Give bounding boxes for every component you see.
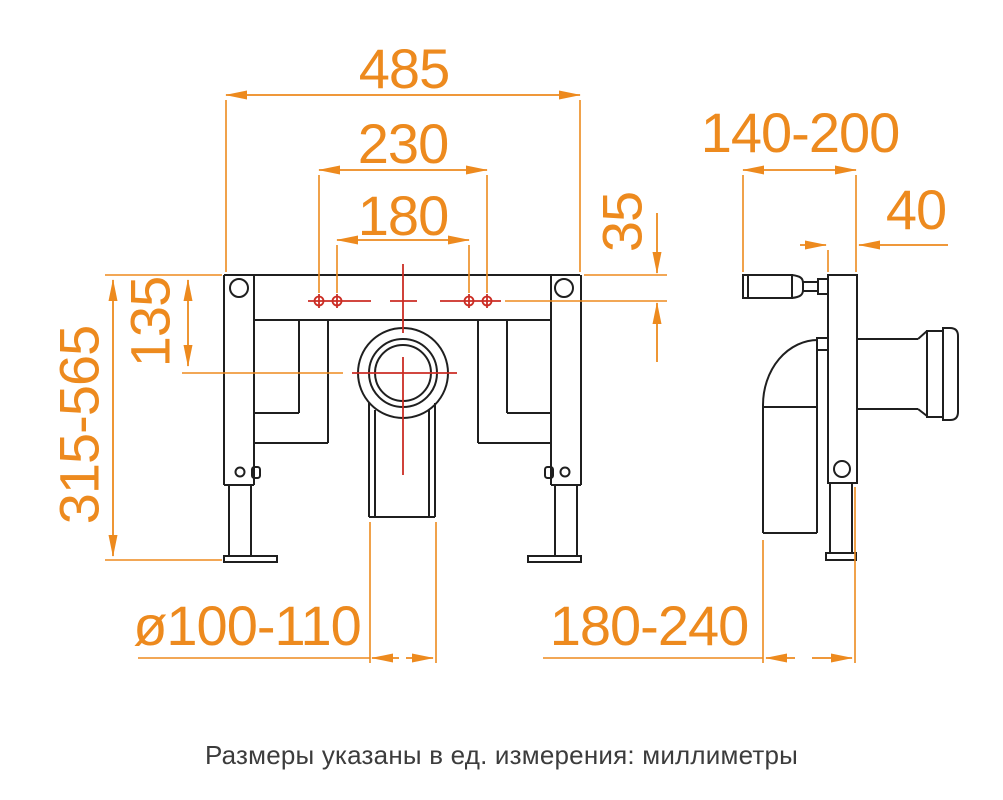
corner-hole-right — [554, 278, 574, 298]
dim-label-fixing-spacing-outer: 230 — [358, 112, 448, 175]
flush-rod-handle — [742, 274, 829, 299]
dim-height-range: 315-565 — [48, 274, 222, 561]
dim-label-drain-center-from-top: 135 — [119, 277, 182, 367]
side-view — [742, 274, 959, 561]
right-leg — [554, 484, 578, 557]
right-post-tab — [544, 466, 554, 479]
dim-drain-pipe-diameter: ø100-110 — [133, 522, 437, 663]
drain-pipe — [368, 403, 436, 518]
dim-frame-depth: 40 — [800, 178, 948, 272]
dim-fixing-offset-from-top: 35 — [505, 192, 667, 362]
dim-label-frame-depth: 40 — [886, 178, 946, 241]
dim-fixing-spacing-inner: 180 — [336, 184, 470, 293]
dim-label-height-range: 315-565 — [48, 326, 111, 525]
left-foot — [223, 555, 278, 563]
dim-label-fixing-spacing-inner: 180 — [358, 184, 448, 247]
side-foot — [825, 552, 857, 561]
dim-label-drain-pipe-diameter: ø100-110 — [133, 594, 361, 657]
dim-label-fixing-offset-from-top: 35 — [591, 192, 654, 252]
frame-left-post — [223, 275, 261, 486]
dim-label-outlet-offset-range: 180-240 — [550, 594, 749, 657]
lower-hole-left — [234, 466, 246, 478]
side-post-hole — [833, 460, 851, 478]
outlet-socket — [857, 327, 959, 421]
left-leg — [228, 484, 252, 557]
lower-hole-right — [559, 466, 571, 478]
mounting-bracket-left — [254, 320, 329, 444]
dim-drain-center-from-top: 135 — [119, 277, 343, 374]
frame-crossbar — [224, 274, 580, 321]
mounting-bracket-right — [477, 320, 551, 444]
dim-label-installation-depth-range: 140-200 — [701, 101, 900, 164]
dim-outlet-offset-range: 180-240 — [543, 487, 856, 663]
dim-fixing-spacing-outer: 230 — [318, 112, 488, 293]
front-view — [223, 264, 582, 563]
fixing-point-markers — [313, 294, 493, 308]
frame-right-post — [544, 275, 582, 486]
right-foot — [527, 555, 582, 563]
side-leg — [829, 482, 853, 554]
units-caption: Размеры указаны в ед. измерения: миллиме… — [204, 740, 799, 770]
dim-overall-width: 485 — [225, 37, 581, 272]
center-lines — [308, 264, 501, 475]
dim-label-overall-width: 485 — [359, 37, 449, 100]
left-post-tab — [251, 466, 261, 479]
dim-installation-depth-range: 140-200 — [701, 101, 900, 272]
corner-hole-left — [229, 278, 249, 298]
side-post — [827, 274, 858, 484]
elbow-drain-pipe — [762, 337, 829, 534]
